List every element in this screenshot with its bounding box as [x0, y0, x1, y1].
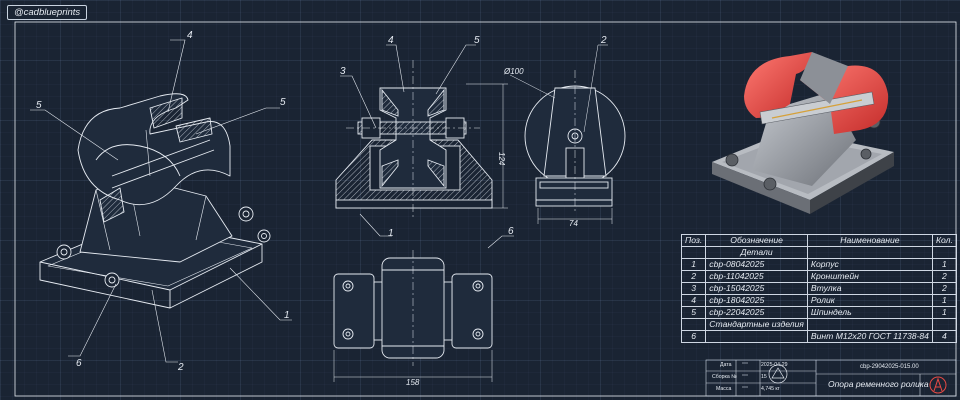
front-callout-5: 5 — [474, 35, 480, 46]
sheet-border — [14, 21, 957, 397]
front-callout-6: 6 — [508, 226, 514, 237]
bom-table: Поз. Обозначение Наименование Кол. Детал… — [680, 234, 957, 343]
tb-date-label: Дата — [720, 362, 732, 368]
dim-height: 124 — [497, 152, 506, 166]
tb-assembly-label: Сборка № — [712, 374, 737, 380]
tb-doc-code: cbp-29042025-015.00 — [860, 364, 919, 370]
front-callout-3: 3 — [340, 66, 346, 77]
top-dimensions — [333, 350, 493, 382]
tb-assembly-value: 15 — [761, 374, 767, 380]
bom-header-code: Обозначение — [705, 234, 808, 247]
front-leaders — [340, 44, 514, 249]
tb-stamp-icon — [929, 376, 947, 394]
side-callout-2: 2 — [600, 35, 607, 46]
bom-section-parts: Детали — [705, 246, 808, 259]
render-3d-view — [712, 52, 894, 214]
iso-leaders — [30, 39, 292, 363]
bom-header-qty: Кол. — [931, 234, 957, 247]
title-block — [705, 359, 957, 397]
bom-header-name: Наименование — [806, 234, 933, 247]
iso-bolt-icons — [56, 206, 271, 288]
dim-diameter: Ø100 — [503, 67, 524, 76]
tb-date-value: 2025-04-29 — [761, 362, 788, 368]
bom-section-standard: Стандартные изделия — [705, 318, 808, 331]
tb-logo-icon — [768, 364, 788, 384]
isometric-view — [39, 93, 271, 309]
front-callout-1: 1 — [388, 228, 394, 239]
tb-mass-value: 4,745 кг — [761, 386, 780, 392]
bom-header-pos: Поз. — [680, 234, 707, 247]
tb-title: Опора ременного ролика — [828, 379, 929, 389]
watermark-tag: @cadblueprints — [7, 5, 88, 20]
dim-side-width: 74 — [569, 219, 578, 228]
top-bolt-icons — [342, 280, 484, 340]
front-section-view — [335, 60, 493, 220]
dim-top-width: 158 — [406, 378, 420, 387]
iso-callout-2: 2 — [177, 362, 184, 373]
front-callout-4: 4 — [388, 35, 394, 46]
iso-callout-1: 1 — [284, 310, 290, 321]
top-view — [333, 250, 493, 366]
side-dimensions — [509, 44, 613, 224]
tb-mass-label: Масса — [716, 386, 732, 392]
side-view — [524, 70, 626, 214]
iso-callout-4: 4 — [187, 30, 193, 41]
iso-callout-5a: 5 — [36, 100, 42, 111]
iso-callout-5b: 5 — [280, 97, 286, 108]
bom-header-row: Поз. Обозначение Наименование Кол. — [680, 234, 957, 247]
front-dimensions — [466, 83, 508, 209]
iso-callout-6: 6 — [76, 358, 82, 369]
